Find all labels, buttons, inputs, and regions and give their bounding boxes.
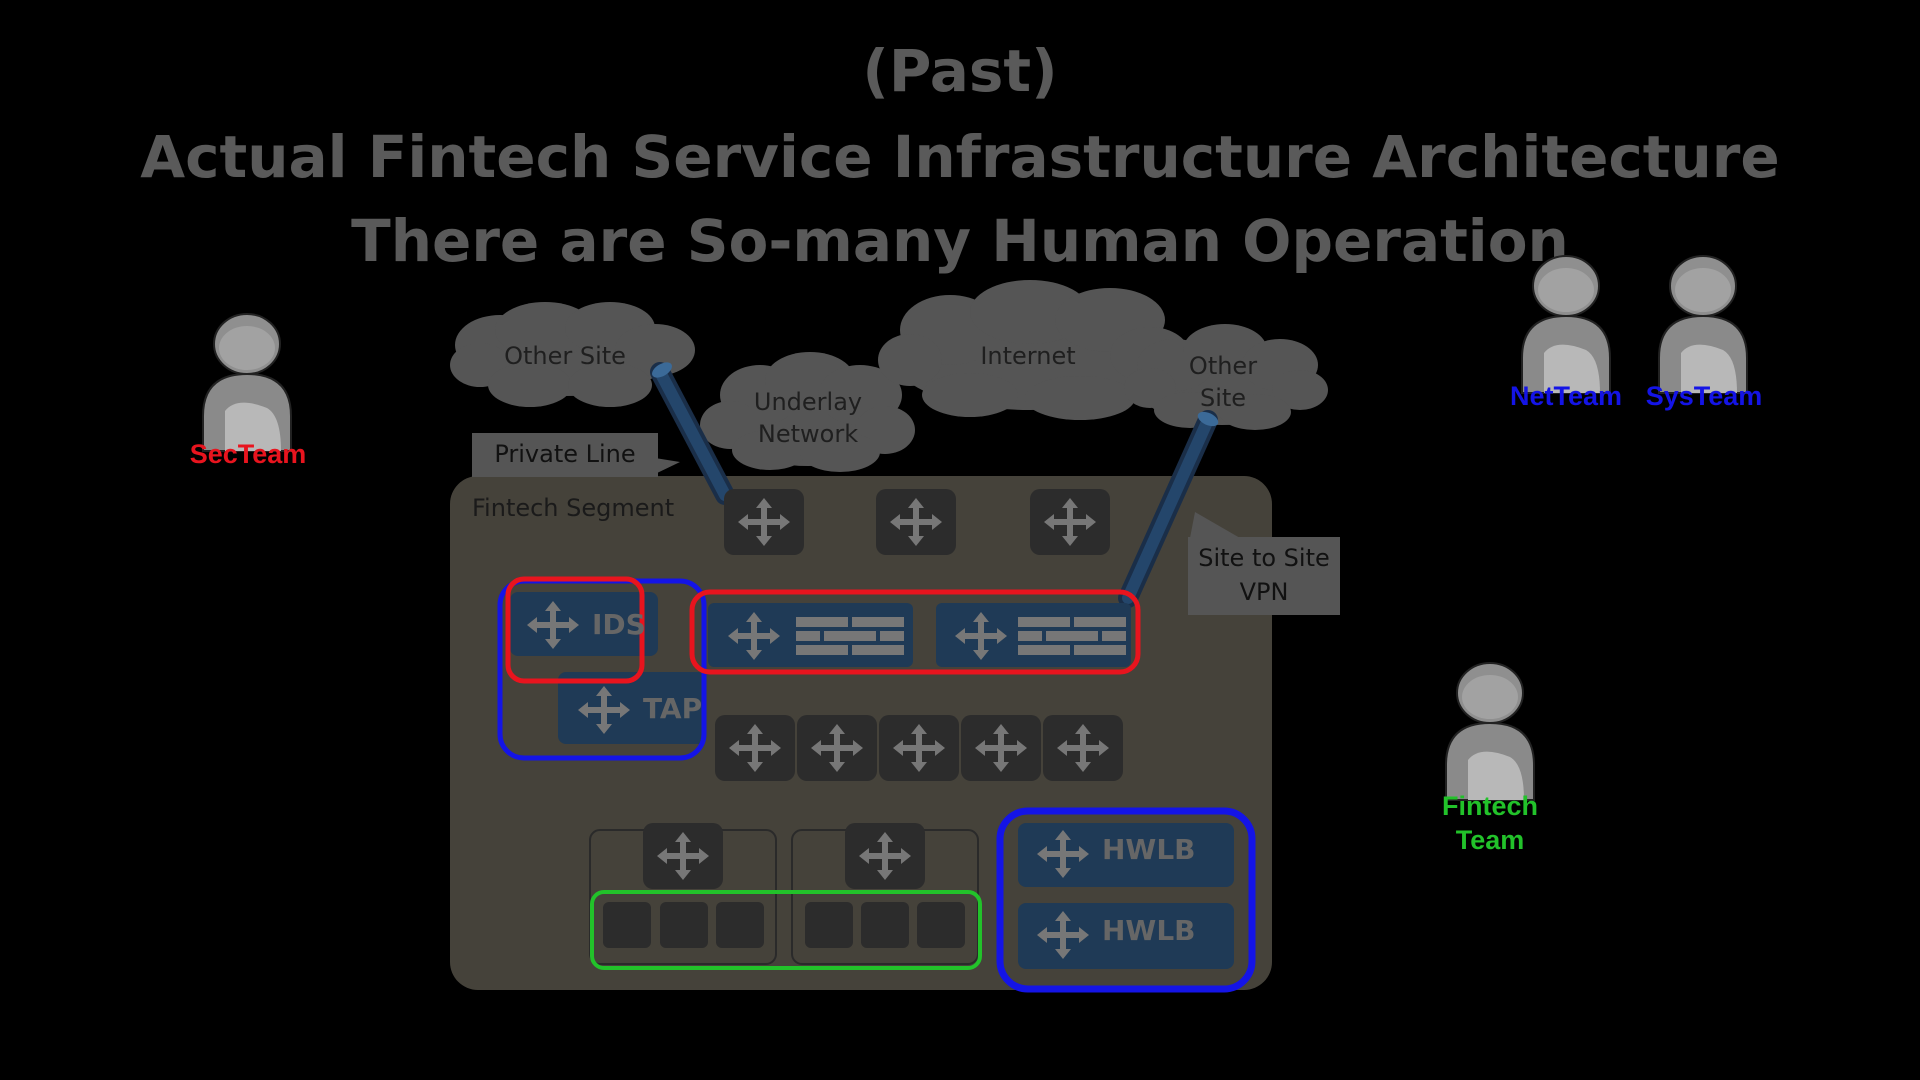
private-line-pointer	[655, 458, 680, 474]
switch-icon	[961, 715, 1041, 781]
switch-icon	[879, 715, 959, 781]
router-icon	[876, 489, 956, 555]
hwlb-device-top	[1018, 823, 1234, 887]
ids-label: IDS	[592, 608, 646, 641]
server-icon	[805, 902, 853, 948]
private-line-callout: Private Line	[472, 433, 658, 477]
hwlb-device-bottom	[1018, 903, 1234, 969]
fintech-segment-label: Fintech Segment	[472, 494, 675, 522]
page-title: Actual Fintech Service Infrastructure Ar…	[140, 123, 1780, 191]
router-icon	[1030, 489, 1110, 555]
private-line-pipe	[650, 362, 735, 505]
site-to-site-vpn-callout: Site to Site VPN	[1188, 537, 1340, 615]
vpn-pipe	[1118, 410, 1219, 608]
rack-switch-icon	[643, 823, 723, 889]
switch-icon	[715, 715, 795, 781]
server-icon	[861, 902, 909, 948]
fintech-highlight-servers	[590, 890, 982, 970]
tap-label: TAP	[643, 692, 703, 725]
tap-device	[558, 672, 706, 744]
server-icon	[603, 902, 651, 948]
server-icon	[917, 902, 965, 948]
secteam-highlight-firewalls	[689, 589, 1141, 675]
systeam-label: SysTeam	[1645, 381, 1763, 411]
secteam-label: SecTeam	[189, 439, 307, 469]
title-past: (Past)	[862, 37, 1058, 105]
cloud-label-underlay: Underlay Network	[753, 388, 863, 449]
fintech-team-label: Fintech Team	[1441, 791, 1538, 855]
cloud-label-internet: Internet	[980, 342, 1076, 370]
rack-switch-icon	[845, 823, 925, 889]
cloud-label-other-site-left: Other Site	[504, 342, 626, 370]
server-icon	[660, 902, 708, 948]
netteam-label: NetTeam	[1509, 381, 1623, 411]
cloud-label-other-site-right: Other Site	[1188, 352, 1258, 413]
server-icon	[716, 902, 764, 948]
netteam-highlight-hwlb	[996, 807, 1256, 993]
switch-icon	[1043, 715, 1123, 781]
secteam-highlight-ids	[505, 576, 645, 684]
cloud-underlay-network	[700, 352, 915, 472]
hwlb-label-top: HWLB	[1102, 833, 1196, 866]
fintech-team-person-icon	[1445, 662, 1535, 801]
cloud-internet	[878, 280, 1190, 420]
hwlb-label-bottom: HWLB	[1102, 914, 1196, 947]
cloud-other-site-left	[450, 302, 695, 407]
systeam-person-icon	[1658, 255, 1748, 394]
netteam-person-icon	[1521, 255, 1611, 394]
secteam-person-icon	[202, 313, 292, 452]
page-subtitle: There are So-many Human Operation	[351, 207, 1569, 275]
vpn-pointer	[1190, 512, 1240, 538]
router-icon	[724, 489, 804, 555]
switch-icon	[797, 715, 877, 781]
